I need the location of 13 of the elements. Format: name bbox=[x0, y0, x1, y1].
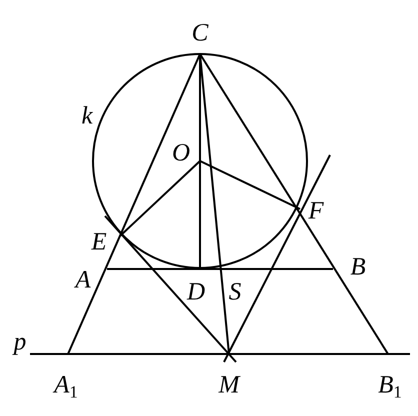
point-label: D bbox=[186, 280, 206, 304]
point-label: B bbox=[350, 254, 366, 280]
point-label: A$_{1}$ bbox=[54, 372, 78, 398]
point-label: C bbox=[192, 20, 208, 46]
point-label: S bbox=[228, 280, 242, 304]
point-label: F bbox=[308, 198, 324, 224]
line-label: p bbox=[14, 330, 26, 354]
point-label: B$_{1}$ bbox=[378, 372, 402, 398]
circle-label: k bbox=[81, 104, 93, 128]
point-label: M bbox=[218, 372, 240, 398]
point-label: A bbox=[75, 268, 91, 292]
point-label: O bbox=[172, 140, 190, 166]
point-label: E bbox=[91, 230, 107, 254]
